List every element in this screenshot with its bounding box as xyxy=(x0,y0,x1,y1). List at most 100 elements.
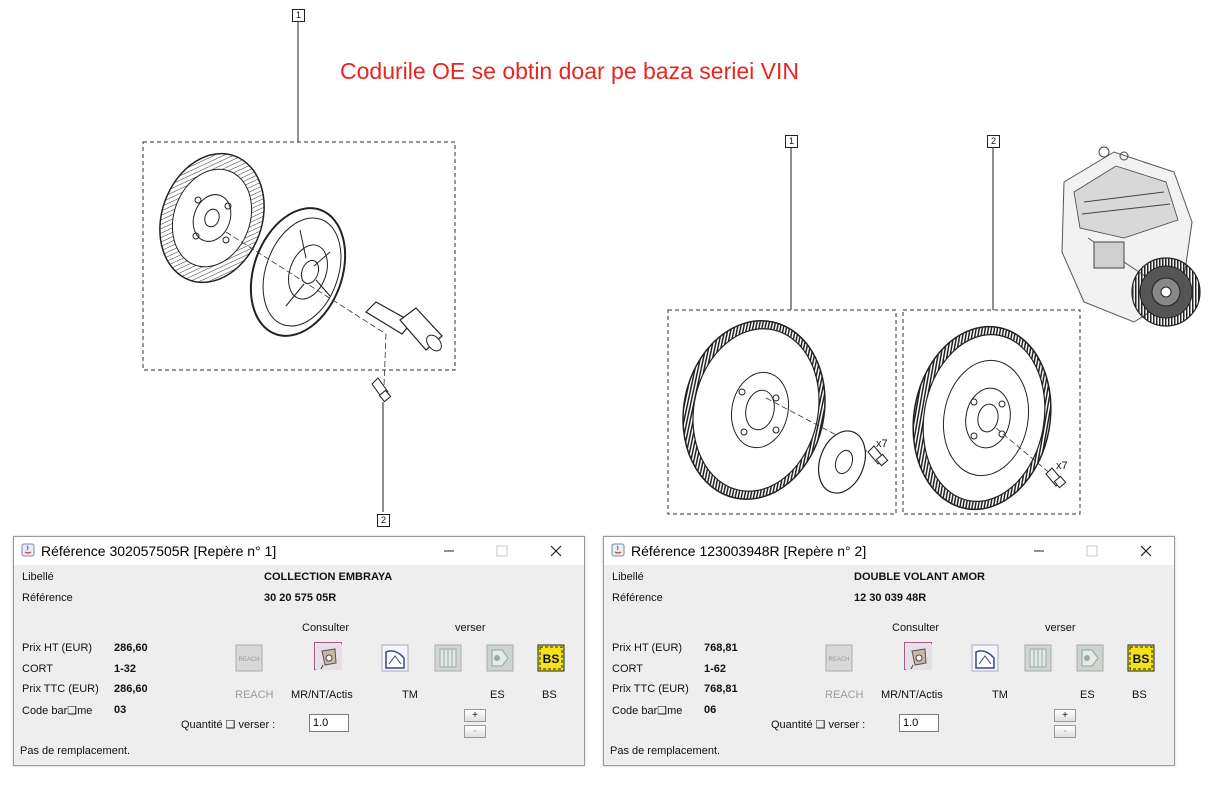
svg-text:REACH: REACH xyxy=(828,657,849,663)
flywheel-bolt-qty: x7 xyxy=(876,438,888,450)
cort-value: 1-62 xyxy=(704,663,727,675)
reach-label: REACH xyxy=(825,689,864,701)
code-bareme-label: Code bar❑me xyxy=(22,705,93,717)
es-icon xyxy=(486,644,514,672)
bs-label: BS xyxy=(1132,689,1147,701)
quantity-plus-button[interactable]: + xyxy=(464,709,486,722)
svg-text:REACH: REACH xyxy=(238,657,259,663)
dual-flywheel-bolt-qty: x7 xyxy=(1056,460,1068,472)
svg-text:BS: BS xyxy=(1133,652,1150,666)
catalog-icon xyxy=(1024,644,1052,672)
reach-button[interactable]: REACH xyxy=(235,644,263,672)
quantite-input[interactable] xyxy=(309,714,349,732)
bs-button[interactable]: BS xyxy=(537,644,565,672)
tm-label: TM xyxy=(992,689,1008,701)
dialog-titlebar[interactable]: Référence 302057505R [Repère n° 1] xyxy=(14,537,584,565)
prix-ht-label: Prix HT (EUR) xyxy=(22,642,93,654)
es-button[interactable] xyxy=(486,644,514,672)
code-bareme-value: 03 xyxy=(114,704,127,716)
alignment-tool-drawing xyxy=(365,301,443,352)
close-icon[interactable] xyxy=(1136,541,1156,561)
bs-icon: BS xyxy=(1127,644,1155,672)
reach-icon: REACH xyxy=(235,644,263,672)
verser-label: verser xyxy=(455,622,486,634)
prix-ht-value: 768,81 xyxy=(704,642,738,654)
bolt-drawing xyxy=(371,377,392,403)
engine-thumbnail xyxy=(1061,146,1201,327)
reach-button[interactable]: REACH xyxy=(825,644,853,672)
libelle-label: Libellé xyxy=(612,571,644,583)
libelle-value: COLLECTION EMBRAYA xyxy=(264,571,393,583)
maximize-icon[interactable] xyxy=(492,541,512,561)
flywheel-bolt-drawing xyxy=(867,445,889,467)
flywheel-drawing xyxy=(682,320,826,500)
dual-mass-flywheel-drawing xyxy=(912,325,1052,511)
callout-1-left: 1 xyxy=(292,9,305,22)
reach-label: REACH xyxy=(235,689,274,701)
prix-ttc-label: Prix TTC (EUR) xyxy=(612,683,689,695)
bs-label: BS xyxy=(542,689,557,701)
minimize-icon[interactable] xyxy=(1029,541,1049,561)
catalog-button[interactable] xyxy=(1024,644,1052,672)
reference-dialog-1: Référence 302057505R [Repère n° 1] Libel… xyxy=(13,536,585,766)
mr-nt-actis-icon xyxy=(316,644,342,670)
flywheel-plate-drawing xyxy=(818,430,866,494)
consulter-label: Consulter xyxy=(302,622,350,634)
maximize-icon[interactable] xyxy=(1082,541,1102,561)
prix-ttc-value: 768,81 xyxy=(704,683,738,695)
quantity-plus-button[interactable]: + xyxy=(1054,709,1076,722)
quantite-label: Quantité ❑ verser : xyxy=(181,719,276,731)
dual-flywheel-bolt-drawing xyxy=(1045,467,1067,489)
prix-ht-value: 286,60 xyxy=(114,642,148,654)
dialog-title: Référence 123003948R [Repère n° 2] xyxy=(631,543,867,559)
es-icon xyxy=(1076,644,1104,672)
dialog-title: Référence 302057505R [Repère n° 1] xyxy=(41,543,277,559)
prix-ht-label: Prix HT (EUR) xyxy=(612,642,683,654)
cort-label: CORT xyxy=(612,663,643,675)
quantity-minus-button[interactable]: - xyxy=(464,725,486,738)
code-bareme-value: 06 xyxy=(704,704,717,716)
callout-2-right: 2 xyxy=(987,135,1000,148)
status-text: Pas de remplacement. xyxy=(20,745,131,757)
verser-label: verser xyxy=(1045,622,1076,634)
reference-value: 30 20 575 05R xyxy=(264,592,337,604)
clutch-disc-drawing xyxy=(159,152,265,284)
mr-nt-actis-label: MR/NT/Actis xyxy=(291,689,353,701)
tm-button[interactable] xyxy=(381,644,409,672)
mr-nt-actis-button[interactable] xyxy=(314,642,342,670)
java-app-icon xyxy=(611,543,625,557)
consulter-label: Consulter xyxy=(892,622,940,634)
status-text: Pas de remplacement. xyxy=(610,745,721,757)
catalog-icon xyxy=(434,644,462,672)
quantite-label: Quantité ❑ verser : xyxy=(771,719,866,731)
cort-value: 1-32 xyxy=(114,663,137,675)
tm-icon xyxy=(381,644,409,672)
callout-2-left: 2 xyxy=(377,514,390,527)
es-button[interactable] xyxy=(1076,644,1104,672)
prix-ttc-value: 286,60 xyxy=(114,683,148,695)
tm-label: TM xyxy=(402,689,418,701)
mr-nt-actis-icon xyxy=(906,644,932,670)
reference-value: 12 30 039 48R xyxy=(854,592,927,604)
svg-text:BS: BS xyxy=(543,652,560,666)
tm-icon xyxy=(971,644,999,672)
reach-icon: REACH xyxy=(825,644,853,672)
close-icon[interactable] xyxy=(546,541,566,561)
cort-label: CORT xyxy=(22,663,53,675)
bs-button[interactable]: BS xyxy=(1127,644,1155,672)
libelle-value: DOUBLE VOLANT AMOR xyxy=(854,571,985,583)
catalog-button[interactable] xyxy=(434,644,462,672)
es-label: ES xyxy=(490,689,505,701)
reference-label: Référence xyxy=(22,592,73,604)
tm-button[interactable] xyxy=(971,644,999,672)
reference-label: Référence xyxy=(612,592,663,604)
dialog-titlebar[interactable]: Référence 123003948R [Repère n° 2] xyxy=(604,537,1174,565)
pressure-plate-drawing xyxy=(249,207,347,337)
mr-nt-actis-label: MR/NT/Actis xyxy=(881,689,943,701)
mr-nt-actis-button[interactable] xyxy=(904,642,932,670)
quantite-input[interactable] xyxy=(899,714,939,732)
quantity-minus-button[interactable]: - xyxy=(1054,725,1076,738)
minimize-icon[interactable] xyxy=(439,541,459,561)
java-app-icon xyxy=(21,543,35,557)
